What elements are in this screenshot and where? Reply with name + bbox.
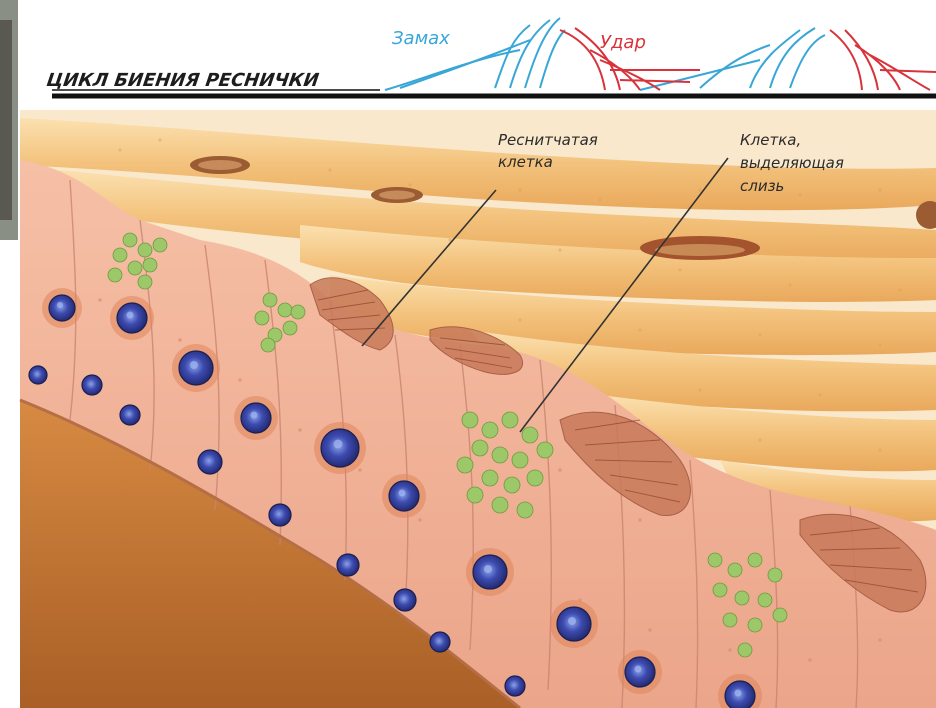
cycle-title: ЦИКЛ БИЕНИЯ РЕСНИЧКИ [45, 70, 320, 91]
recovery-label: Замах [392, 28, 450, 49]
stroke-label: Удар [600, 32, 646, 53]
mucus-cell-label-line1: Клетка, [740, 131, 801, 149]
mucus-cell-label-line2: выделяющая [740, 154, 844, 172]
ciliated-cell-label-line1: Реснитчатая [498, 131, 598, 149]
ciliated-cell-label-line2: клетка [498, 153, 553, 171]
mucus-cell-label-line3: слизь [740, 177, 784, 195]
left-edge-strip [0, 0, 21, 708]
recovery-wave-icon [385, 18, 825, 90]
